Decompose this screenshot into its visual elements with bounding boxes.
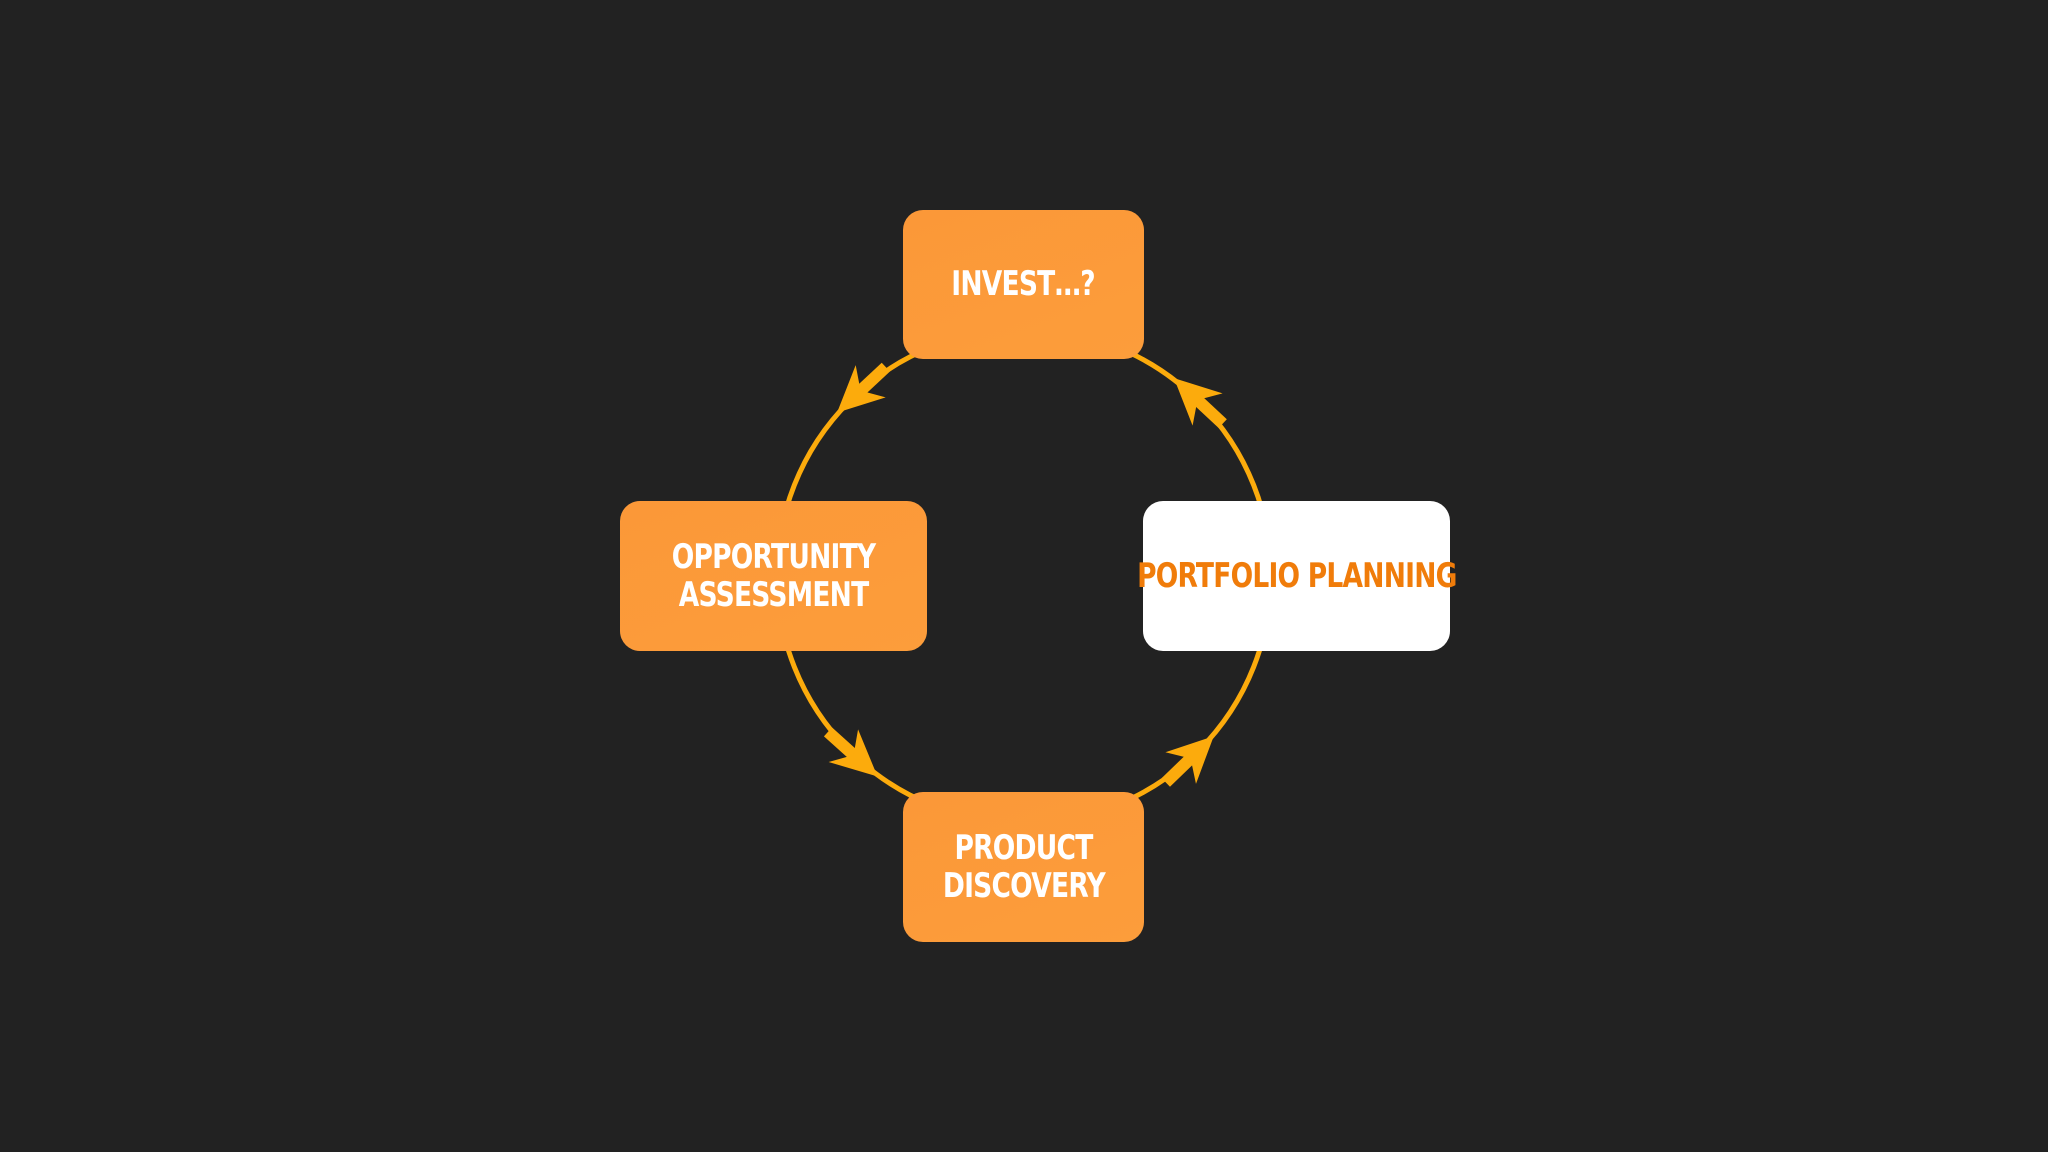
arrow-shaft	[1188, 390, 1227, 428]
arrowhead-icon	[1173, 378, 1223, 426]
node-product-discovery: PRODUCT DISCOVERY	[903, 792, 1144, 942]
node-discovery-label-line1: PRODUCT	[954, 827, 1093, 868]
node-opportunity-label-line1: OPPORTUNITY	[671, 536, 876, 577]
arrowhead-icon	[1165, 736, 1214, 784]
node-discovery-label-line2: DISCOVERY	[942, 866, 1105, 906]
node-opportunity-label-line2: ASSESSMENT	[678, 575, 869, 615]
node-portfolio-planning: PORTFOLIO PLANNING	[1137, 501, 1457, 651]
arrow-discovery-to-portfolio	[1161, 736, 1214, 787]
node-invest: INVEST…?	[903, 210, 1144, 359]
node-opportunity-assessment: OPPORTUNITY ASSESSMENT	[620, 501, 927, 651]
node-invest-label: INVEST…?	[951, 264, 1096, 305]
node-portfolio-label: PORTFOLIO PLANNING	[1136, 555, 1457, 596]
arrowhead-icon	[828, 729, 878, 777]
arrow-invest-to-opportunity	[837, 362, 890, 413]
arrowhead-icon	[837, 365, 886, 413]
arrow-portfolio-to-invest	[1173, 378, 1227, 428]
arrow-opportunity-to-discovery	[823, 727, 878, 777]
